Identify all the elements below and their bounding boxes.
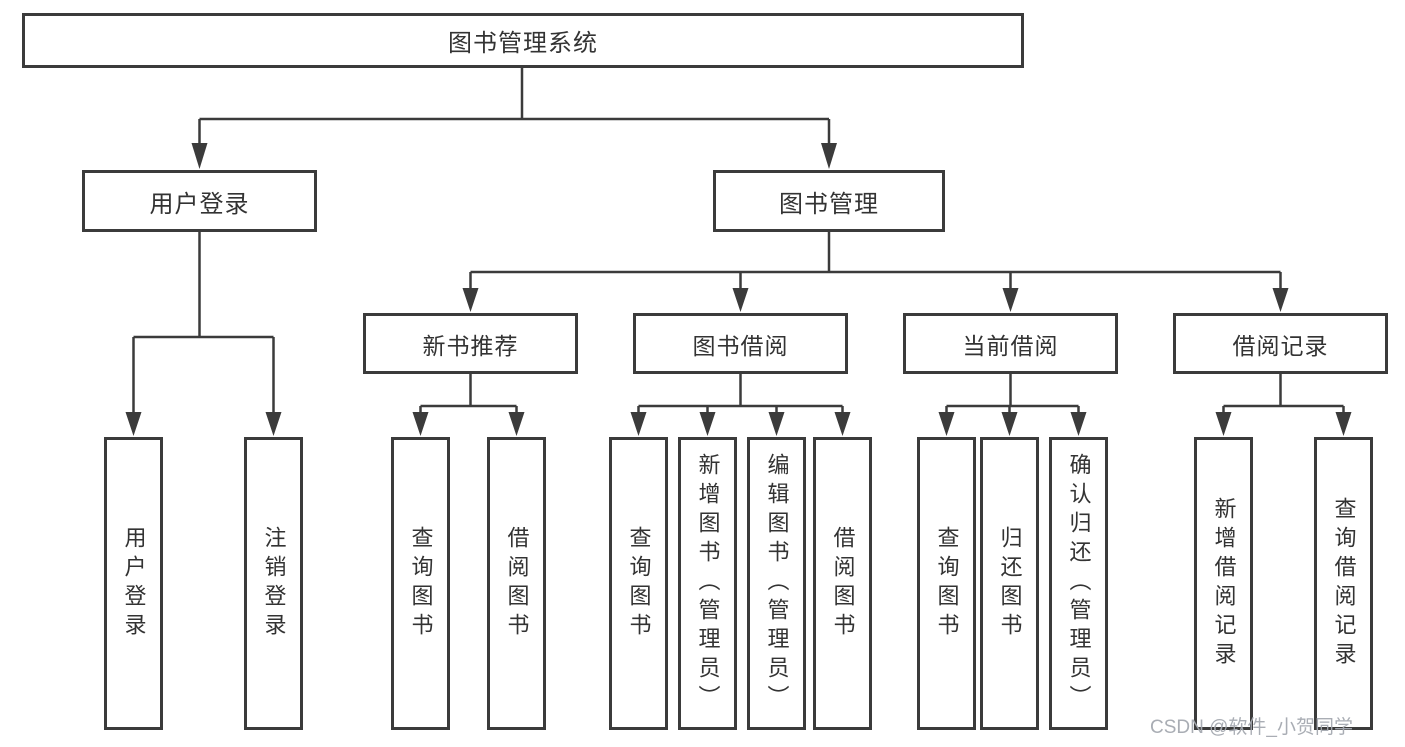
leaf-label: 借阅图书 — [504, 525, 530, 642]
node-current-borrowing: 当前借阅 — [903, 313, 1118, 374]
node-book-borrowing: 图书借阅 — [633, 313, 848, 374]
node-library-management-system: 图书管理系统 — [22, 13, 1024, 68]
leaf-label: 查询图书 — [408, 525, 434, 642]
leaf-query-books-current: 查询图书 — [917, 437, 976, 730]
leaf-label: 查询图书 — [626, 525, 652, 642]
leaf-user-login: 用户登录 — [104, 437, 163, 730]
leaf-label: 确认归还（管理员） — [1066, 453, 1092, 714]
leaf-return-books: 归还图书 — [980, 437, 1039, 730]
leaf-label: 新增借阅记录 — [1211, 496, 1237, 671]
leaf-label: 归还图书 — [997, 525, 1023, 642]
leaf-label: 查询借阅记录 — [1331, 496, 1357, 671]
leaf-query-books-newbook: 查询图书 — [391, 437, 450, 730]
node-label: 当前借阅 — [962, 332, 1059, 359]
leaf-label: 用户登录 — [121, 525, 147, 642]
node-new-book-recommend: 新书推荐 — [363, 313, 578, 374]
leaf-label: 注销登录 — [261, 525, 287, 642]
node-label: 图书管理 — [779, 190, 879, 218]
leaf-add-books-admin: 新增图书（管理员） — [678, 437, 737, 730]
leaf-logout-login: 注销登录 — [244, 437, 303, 730]
node-book-management: 图书管理 — [713, 170, 945, 232]
leaf-borrow-books-newbook: 借阅图书 — [487, 437, 546, 730]
leaf-label: 新增图书（管理员） — [695, 453, 721, 714]
leaf-label: 借阅图书 — [830, 525, 856, 642]
leaf-label: 查询图书 — [934, 525, 960, 642]
leaf-confirm-return-admin: 确认归还（管理员） — [1049, 437, 1108, 730]
leaf-edit-books-admin: 编辑图书（管理员） — [747, 437, 806, 730]
leaf-label: 编辑图书（管理员） — [764, 453, 790, 714]
leaf-query-books-borrowing: 查询图书 — [609, 437, 668, 730]
node-borrowing-records: 借阅记录 — [1173, 313, 1388, 374]
leaf-add-borrow-record: 新增借阅记录 — [1194, 437, 1253, 730]
node-user-login: 用户登录 — [82, 170, 317, 232]
csdn-watermark: CSDN @软件_小贺同学 — [1150, 717, 1353, 738]
node-label: 图书管理系统 — [448, 30, 598, 57]
leaf-borrow-books-borrowing: 借阅图书 — [813, 437, 872, 730]
node-label: 借阅记录 — [1232, 332, 1329, 359]
node-label: 图书借阅 — [692, 332, 789, 359]
node-label: 用户登录 — [149, 190, 250, 218]
leaf-query-borrow-record: 查询借阅记录 — [1314, 437, 1373, 730]
node-label: 新书推荐 — [422, 332, 519, 359]
